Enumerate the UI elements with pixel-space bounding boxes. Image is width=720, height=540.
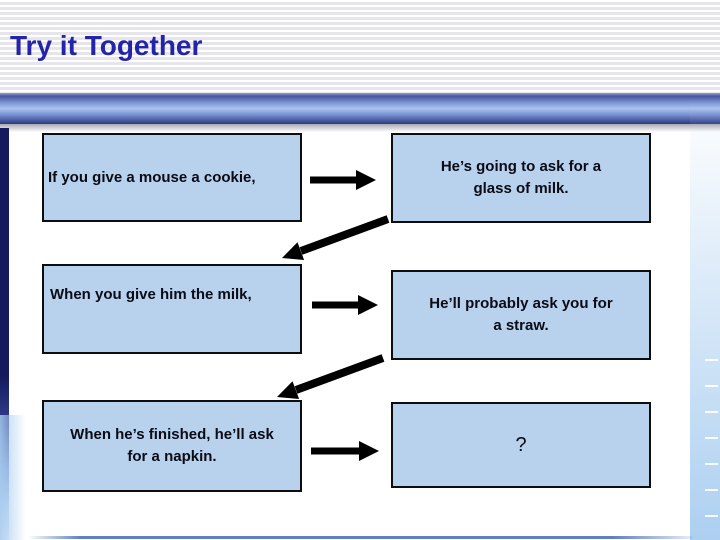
cause-text-3: When he’s finished, he’ll ask for a napk…	[70, 426, 274, 465]
arrow-right-icon-2	[312, 295, 378, 315]
header-divider-shadow	[0, 124, 720, 132]
cause-box-3: When he’s finished, he’ll ask for a napk…	[42, 400, 302, 492]
effect-box-3: ?	[391, 402, 651, 488]
left-accent-bar	[0, 128, 9, 540]
header-stripes-background	[0, 0, 720, 93]
arrow-diagonal-down-left-icon-1	[282, 215, 390, 260]
cause-box-2: When you give him the milk,	[42, 264, 302, 354]
cause-text-2: When you give him the milk,	[50, 286, 252, 303]
bottom-accent-line	[28, 536, 692, 539]
arrow-diagonal-down-left-icon-2	[277, 354, 385, 399]
effect-box-1: He’s going to ask for a glass of milk.	[391, 133, 651, 223]
slide-title: Try it Together	[10, 30, 203, 61]
effect-text-2: He’ll probably ask you for a straw.	[429, 295, 613, 334]
cause-text-1: If you give a mouse a cookie,	[48, 168, 256, 186]
effect-text-3: ?	[515, 434, 527, 456]
effect-box-2: He’ll probably ask you for a straw.	[391, 270, 651, 360]
effect-text-1: He’s going to ask for a glass of milk.	[440, 158, 602, 197]
arrow-right-icon-1	[310, 170, 376, 190]
header-divider-band	[0, 93, 720, 124]
arrow-right-icon-3	[311, 441, 379, 461]
right-accent-dashes	[705, 335, 718, 530]
left-accent-glow	[0, 415, 26, 540]
cause-box-1: If you give a mouse a cookie,	[42, 133, 302, 222]
